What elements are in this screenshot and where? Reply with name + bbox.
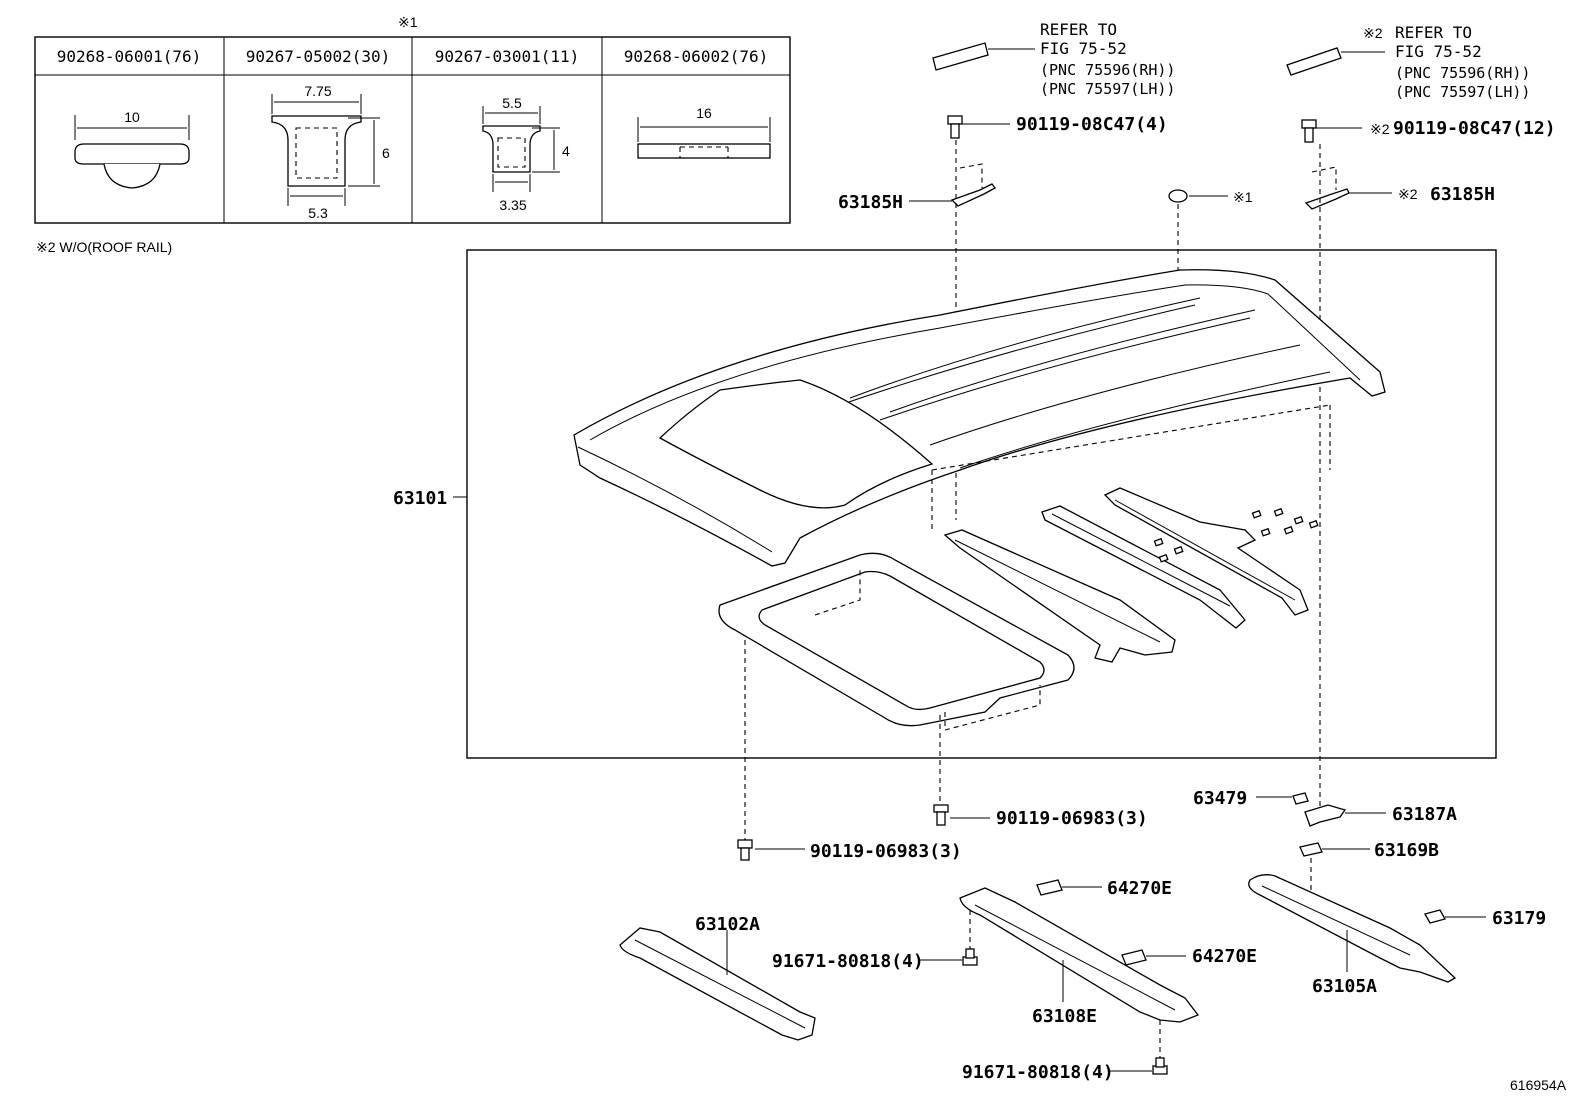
- refer-lh-line4: (PNC 75597(LH)): [1395, 83, 1530, 101]
- label-64270e-a: 64270E: [1107, 878, 1172, 899]
- plug-sketch-4: 16: [637, 105, 771, 159]
- part-63105a: 63105A: [1248, 874, 1457, 997]
- label-bracket-right-prefix: ※2: [1398, 186, 1418, 202]
- label-bracket-left: 63185H: [838, 192, 903, 213]
- label-bolt-top-right-prefix: ※2: [1370, 121, 1390, 137]
- label-63187a: 63187A: [1392, 804, 1457, 825]
- label-63179: 63179: [1492, 908, 1546, 929]
- label-bolt-top-right: 90119-08C47(12): [1393, 118, 1556, 139]
- dim-c3-height: 4: [562, 143, 570, 159]
- label-bolt-mid-right: 90119-06983(3): [996, 808, 1148, 829]
- bolt-91671-a: 91671-80818(4): [772, 948, 978, 972]
- part-63108e: 63108E: [959, 887, 1200, 1058]
- dim-c1-width: 10: [124, 109, 140, 125]
- note-without-roof-rail: ※2 W/O(ROOF RAIL): [36, 239, 172, 255]
- note1-mark: ※1: [398, 14, 418, 30]
- part-63187a: 63187A: [1304, 804, 1457, 827]
- label-63169b: 63169B: [1374, 840, 1439, 861]
- dim-c3-bottom: 3.35: [499, 197, 526, 213]
- bolt-91671-b: 91671-80818(4): [962, 1057, 1168, 1083]
- bolt-mid-right: 90119-06983(3): [933, 804, 1148, 829]
- label-63102a: 63102A: [695, 914, 760, 935]
- diagram-id: 616954A: [1510, 1077, 1567, 1093]
- label-63479: 63479: [1193, 788, 1247, 809]
- refer-group-rh: REFER TO FIG 75-52 (PNC 75596(RH)) (PNC …: [932, 20, 1175, 98]
- roof-panel-63101: [573, 269, 1386, 567]
- bracket-63185h-left: 63185H: [838, 163, 996, 213]
- inset-table: ※1 90268-06001(76) 90267-05002(30) 90267…: [34, 14, 791, 255]
- part-63169b: 63169B: [1299, 840, 1439, 861]
- table-header-1: 90268-06001(76): [57, 47, 202, 66]
- refer-lh-prefix: ※2: [1363, 25, 1383, 41]
- dim-c2-top: 7.75: [304, 83, 331, 99]
- roof-cross-members: [943, 487, 1319, 663]
- dim-c3-top: 5.5: [502, 95, 522, 111]
- label-bolt-mid-left: 90119-06983(3): [810, 841, 962, 862]
- part-63179: 63179: [1424, 908, 1546, 929]
- label-bracket-right: 63185H: [1430, 184, 1495, 205]
- part-64270e-a: 64270E: [1036, 878, 1172, 899]
- roof-rail-strip-icon-2: [1286, 47, 1342, 76]
- roof-rail-strip-icon: [932, 42, 989, 71]
- part-63102a: 63102A: [619, 914, 816, 1041]
- dim-c2-bottom: 5.3: [308, 205, 328, 221]
- label-roof-panel: 63101: [393, 488, 447, 509]
- table-header-3: 90267-03001(11): [435, 47, 580, 66]
- label-plug-mark: ※1: [1233, 189, 1253, 205]
- bolt-top-left: 90119-08C47(4): [947, 114, 1168, 139]
- table-header-4: 90268-06002(76): [624, 47, 769, 66]
- refer-rh-line3: (PNC 75596(RH)): [1040, 61, 1175, 79]
- part-64270e-b: 64270E: [1121, 946, 1257, 967]
- plug-marker: ※1: [1168, 189, 1253, 205]
- plug-sketch-3: 5.5 4 3.35: [482, 95, 570, 213]
- roof-assembly-frame: [466, 249, 1497, 759]
- label-91671-b: 91671-80818(4): [962, 1062, 1114, 1083]
- refer-lh-line3: (PNC 75596(RH)): [1395, 64, 1530, 82]
- refer-lh-line1: REFER TO: [1395, 23, 1472, 42]
- part-63479: 63479: [1193, 788, 1309, 809]
- plug-sketch-1: 10: [74, 109, 190, 189]
- refer-lh-line2: FIG 75-52: [1395, 42, 1482, 61]
- dim-c4-width: 16: [696, 105, 712, 121]
- plug-sketch-2: 7.75 6 5.3: [271, 83, 390, 221]
- label-63105a: 63105A: [1312, 976, 1377, 997]
- label-63108e: 63108E: [1032, 1006, 1097, 1027]
- table-header-2: 90267-05002(30): [246, 47, 391, 66]
- refer-rh-line4: (PNC 75597(LH)): [1040, 80, 1175, 98]
- label-bolt-top-left: 90119-08C47(4): [1016, 114, 1168, 135]
- label-64270e-b: 64270E: [1192, 946, 1257, 967]
- sunroof-frame: [718, 552, 1075, 731]
- refer-rh-line1: REFER TO: [1040, 20, 1117, 39]
- refer-rh-line2: FIG 75-52: [1040, 39, 1127, 58]
- bolt-top-right: ※2 90119-08C47(12): [1301, 118, 1556, 143]
- bracket-63185h-right: ※2 63185H: [1304, 166, 1495, 210]
- label-91671-a: 91671-80818(4): [772, 951, 924, 972]
- bolt-mid-left: 90119-06983(3): [737, 839, 962, 862]
- dim-c2-height: 6: [382, 145, 390, 161]
- refer-group-lh: ※2 REFER TO FIG 75-52 (PNC 75596(RH)) (P…: [1286, 23, 1530, 101]
